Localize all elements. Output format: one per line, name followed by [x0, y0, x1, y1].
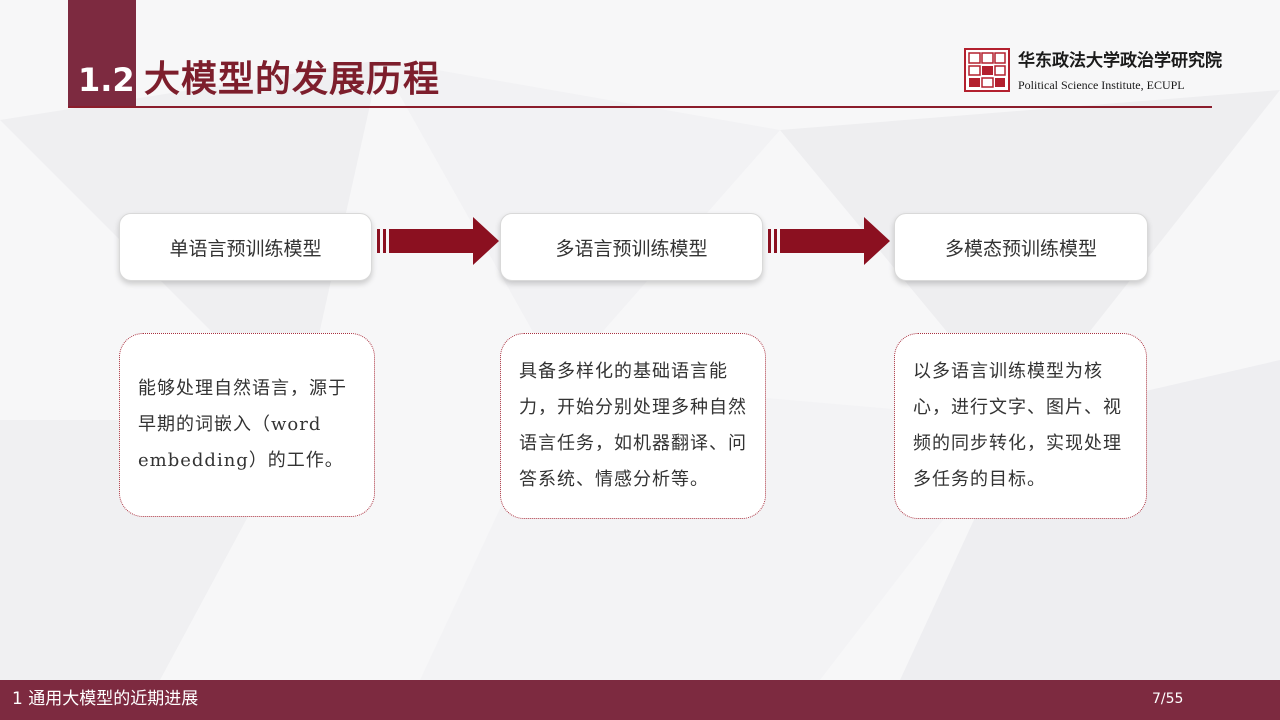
- section-number: 1.2: [78, 61, 135, 99]
- description-box-monolingual: 能够处理自然语言，源于早期的词嵌入（word embedding）的工作。: [119, 333, 375, 517]
- page-title: 大模型的发展历程: [144, 59, 441, 100]
- stage-box-monolingual: 单语言预训练模型: [119, 213, 372, 281]
- stage-box-multimodal: 多模态预训练模型: [894, 213, 1148, 281]
- description-text: 具备多样化的基础语言能力，开始分别处理多种自然语言任务，如机器翻译、问答系统、情…: [519, 361, 747, 490]
- right-arrow-icon: [377, 217, 499, 265]
- institute-name-cn: 华东政法大学政治学研究院: [1018, 51, 1222, 71]
- footer-section-title: 1 通用大模型的近期进展: [12, 689, 199, 709]
- description-box-multimodal: 以多语言训练模型为核心，进行文字、图片、视频的同步转化，实现处理多任务的目标。: [894, 333, 1147, 519]
- page-number: 7/55: [1152, 691, 1184, 707]
- description-box-multilingual: 具备多样化的基础语言能力，开始分别处理多种自然语言任务，如机器翻译、问答系统、情…: [500, 333, 766, 519]
- right-arrow-icon: [768, 217, 890, 265]
- description-text: 以多语言训练模型为核心，进行文字、图片、视频的同步转化，实现处理多任务的目标。: [913, 361, 1122, 490]
- description-text: 能够处理自然语言，源于早期的词嵌入（word embedding）的工作。: [138, 378, 347, 471]
- footer-bar: [0, 680, 1280, 720]
- institute-name-en: Political Science Institute, ECUPL: [1018, 78, 1185, 92]
- institute-seal-icon: [964, 48, 1010, 92]
- title-accent-block: [68, 0, 136, 107]
- stage-box-multilingual: 多语言预训练模型: [500, 213, 763, 281]
- title-divider: [68, 106, 1212, 108]
